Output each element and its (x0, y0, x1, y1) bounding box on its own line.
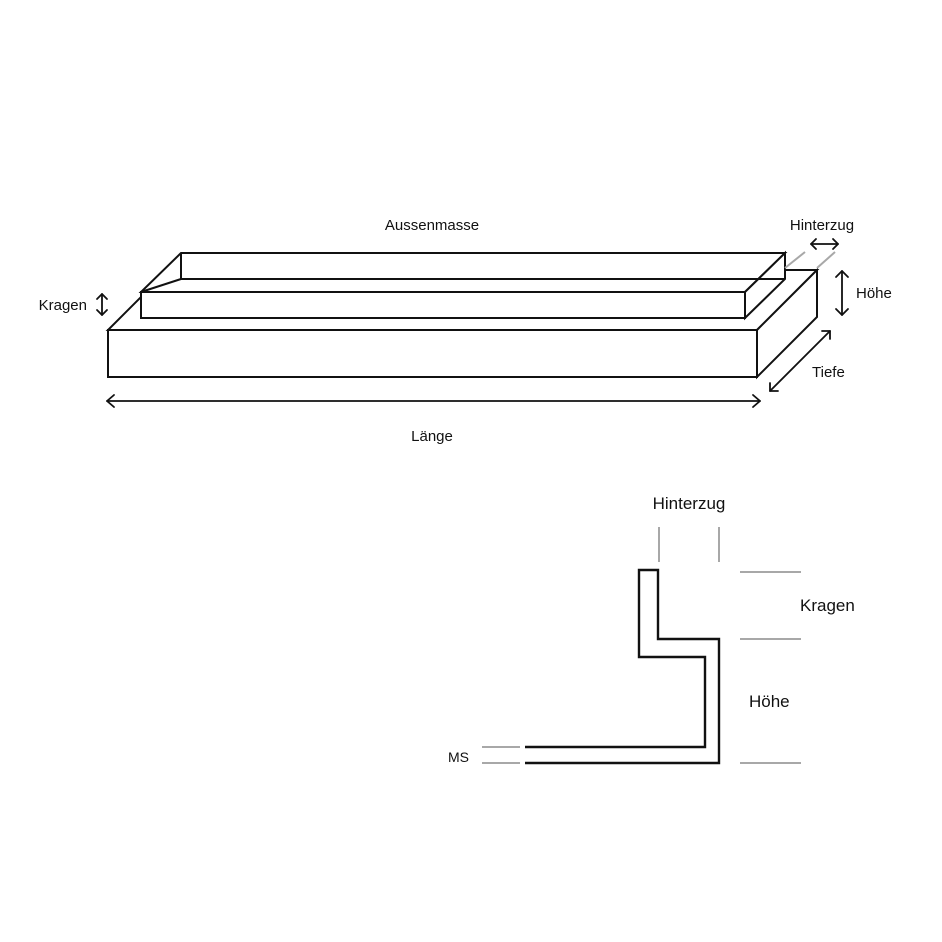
tiefe-label-iso: Tiefe (812, 364, 845, 381)
kragen-label-profile: Kragen (800, 596, 855, 615)
laenge-dimension-arrow (106, 394, 761, 408)
profile-outline (525, 568, 721, 765)
hinterzug-label-iso: Hinterzug (790, 217, 854, 234)
collar-rim-diagonal (140, 278, 182, 293)
hinterzug-guide-right (816, 251, 836, 269)
tiefe-dimension-arrow (769, 330, 831, 392)
ms-label-profile: MS (448, 749, 469, 765)
hoehe-label-profile: Höhe (749, 692, 790, 711)
hoehe-dimension-arrow (835, 270, 849, 316)
kragen-label-iso: Kragen (39, 297, 87, 314)
laenge-label-iso: Länge (411, 428, 453, 445)
aussenmasse-label: Aussenmasse (385, 217, 479, 234)
hoehe-label-iso: Höhe (856, 285, 892, 302)
collar-top-face (138, 252, 788, 293)
hinterzug-dimension-arrow (810, 238, 839, 250)
hinterzug-label-profile: Hinterzug (653, 494, 726, 513)
isometric-view: Aussenmasse Hinterzug Kragen Höhe Tiefe … (39, 217, 892, 445)
collar-front-face (140, 291, 746, 319)
kragen-dimension-arrow (96, 293, 108, 316)
base-front-face (107, 329, 758, 378)
profile-view: Hinterzug Kragen Höhe MS (448, 494, 855, 765)
hinterzug-guide-left (784, 251, 806, 269)
